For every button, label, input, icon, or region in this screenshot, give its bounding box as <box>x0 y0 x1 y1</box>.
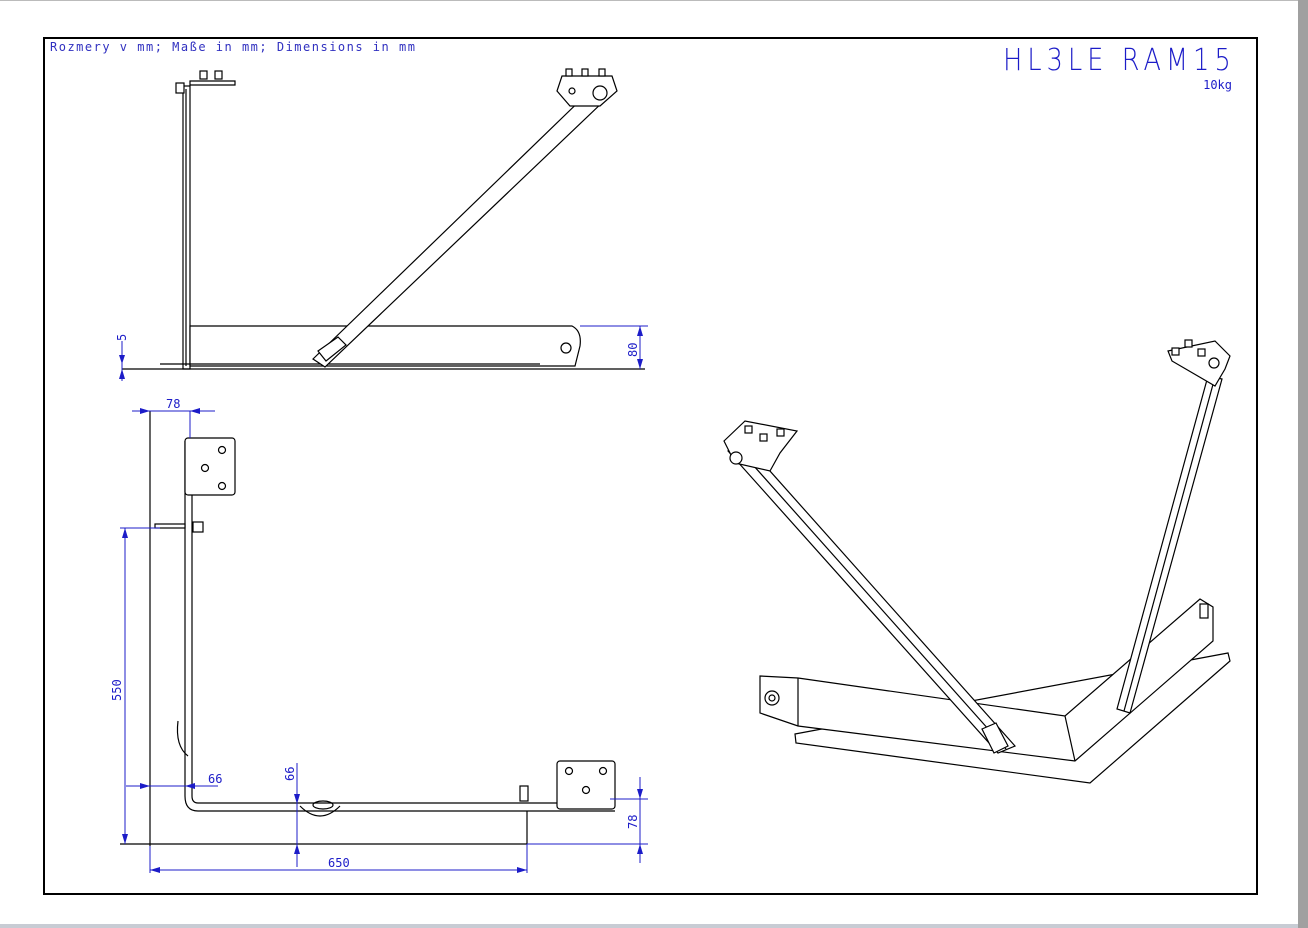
weight-label: 10kg <box>1203 78 1232 92</box>
dim-80: 80 <box>626 343 640 357</box>
drawing-title: HL3LE RAM15 <box>1003 43 1236 78</box>
dim-550: 550 <box>110 679 124 701</box>
plan-view <box>120 411 616 846</box>
dim-78-bottom: 78 <box>626 815 640 829</box>
window-bottom-edge <box>0 924 1298 928</box>
units-note: Rozmery v mm; Maße in mm; Dimensions in … <box>50 40 417 54</box>
dim-5: 5 <box>115 334 129 341</box>
dim-78-top: 78 <box>166 397 180 411</box>
side-dimensions: 5 80 <box>115 325 648 381</box>
dim-66-vertical: 66 <box>283 767 297 781</box>
plan-dimensions: 78 550 66 66 650 78 <box>110 397 648 873</box>
isometric-view <box>723 339 1231 784</box>
side-view <box>122 68 645 370</box>
vertical-scrollbar[interactable] <box>1298 0 1308 928</box>
dim-650: 650 <box>328 856 350 870</box>
drawing-frame <box>43 37 1258 895</box>
dim-66-horizontal: 66 <box>208 772 222 786</box>
